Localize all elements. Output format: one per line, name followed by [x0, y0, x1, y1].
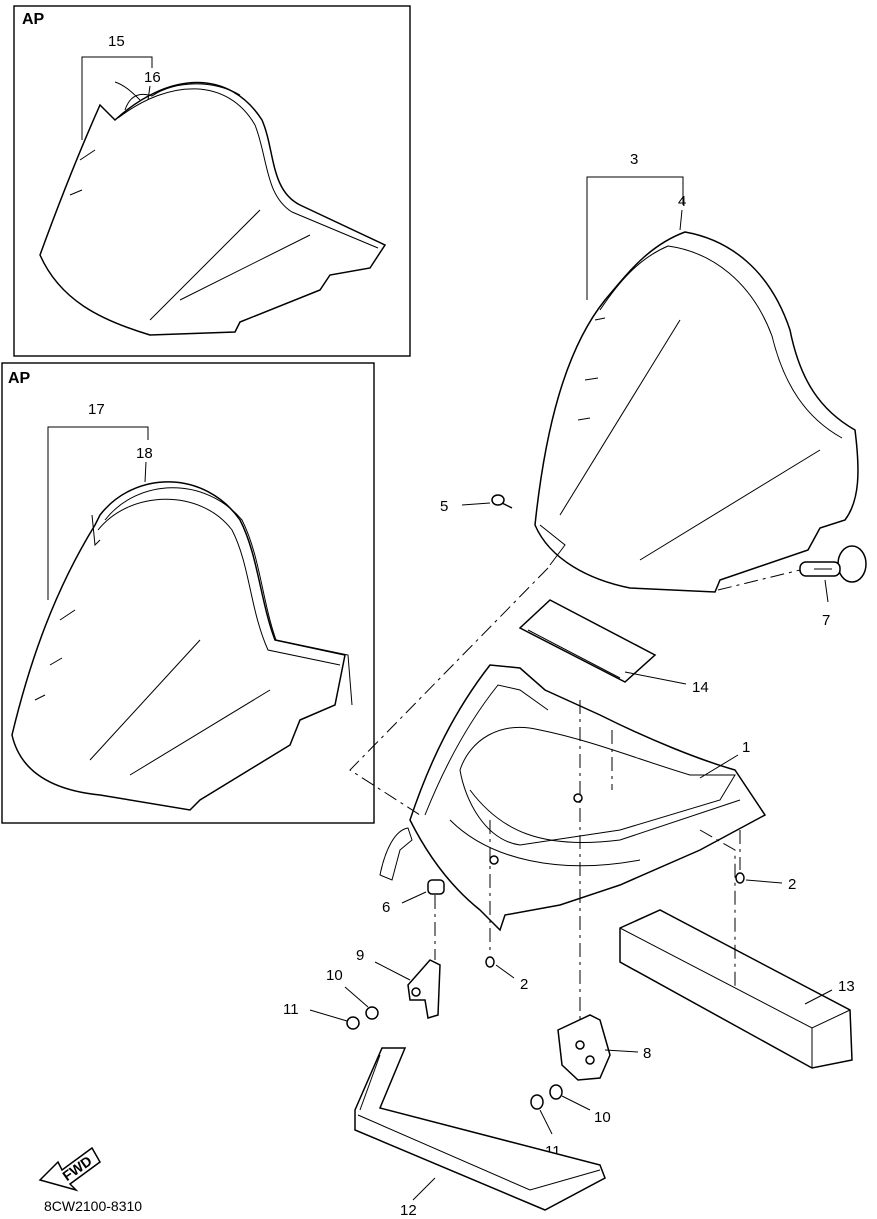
bumper-part-12: 12: [354, 1047, 606, 1219]
grommet-part-6: 6: [382, 879, 445, 916]
pad-part-14: 14: [518, 599, 709, 696]
inset-box-2: AP: [1, 362, 375, 824]
callout-17-bracket: 17 18: [47, 401, 153, 600]
bracket-part-8: 8: [557, 1014, 651, 1081]
nut-part-11-left: 11: [283, 1001, 360, 1030]
callout-14: 14: [692, 679, 709, 696]
inset-label-1: AP: [22, 11, 45, 28]
fwd-arrow-icon: FWD: [38, 1146, 101, 1192]
callout-15: 15: [108, 33, 125, 50]
callout-2-right: 2: [788, 876, 796, 893]
callout-12: 12: [400, 1202, 417, 1219]
screw-part-5: 5: [440, 494, 513, 515]
callout-13: 13: [838, 978, 855, 995]
screw-part-2-right: 2: [735, 872, 796, 893]
callout-3: 3: [630, 151, 638, 168]
callout-4: 4: [678, 193, 686, 210]
callout-11-left: 11: [283, 1001, 299, 1018]
callout-1: 1: [742, 739, 750, 756]
fastener-part-7: 7: [799, 545, 867, 629]
diagram-code: 8CW2100-8310: [44, 1198, 142, 1214]
screw-part-2-bottom: 2: [485, 956, 528, 993]
callout-15-bracket: 15 16: [81, 33, 161, 140]
callout-2-bottom: 2: [520, 976, 528, 993]
callout-10-right: 10: [594, 1109, 611, 1126]
windshield-option-1: [39, 81, 387, 336]
callout-10-left: 10: [326, 967, 343, 984]
callout-18: 18: [136, 445, 153, 462]
washer-part-10-left: 10: [326, 967, 379, 1020]
callout-16: 16: [144, 69, 161, 86]
callout-17: 17: [88, 401, 105, 418]
callout-5: 5: [440, 498, 448, 515]
callout-6: 6: [382, 899, 390, 916]
foam-bar-part-13: 13: [619, 909, 855, 1069]
callout-7: 7: [822, 612, 830, 629]
bracket-part-9: 9: [356, 947, 441, 1019]
callout-9: 9: [356, 947, 364, 964]
inset-box-1: AP: [13, 5, 411, 357]
washer-part-10-right: 10: [549, 1084, 611, 1126]
assembly-lines: [349, 567, 801, 1020]
windshield-option-2: [11, 481, 353, 811]
inset-label-2: AP: [8, 370, 31, 387]
callout-8: 8: [643, 1045, 651, 1062]
callout-3-bracket: 3 4: [586, 151, 686, 300]
windshield-main: [534, 231, 859, 593]
